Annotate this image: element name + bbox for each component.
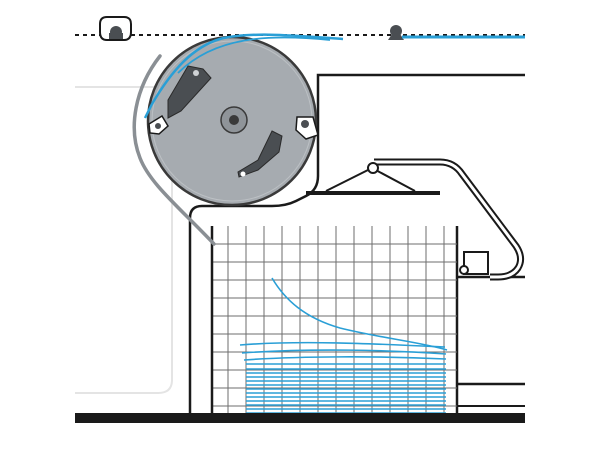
- feed-arm: [374, 158, 525, 281]
- strand-over-wheel-2: [177, 36, 331, 74]
- base-bar: [75, 413, 525, 423]
- sensor-clip-left-icon: [99, 16, 132, 41]
- guide-chute: [132, 54, 216, 246]
- sensor-clip-right-icon: [388, 25, 404, 40]
- stacking-grid: [212, 226, 457, 415]
- strand-over-wheel: [143, 33, 344, 119]
- wheel-clip-left-icon: [148, 114, 169, 135]
- pulley-icon: [367, 162, 379, 174]
- roller-wheel-icon: [146, 35, 319, 207]
- machine-body: [188, 73, 525, 415]
- feed-arm-inner: [374, 160, 523, 279]
- motor-box-icon: [459, 251, 489, 275]
- wheel-clip-right-icon: [295, 116, 319, 140]
